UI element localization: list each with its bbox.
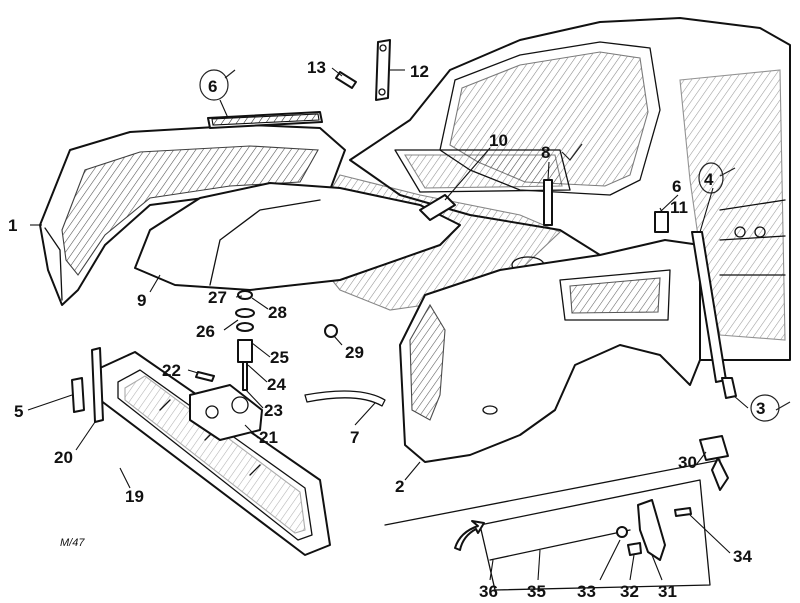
right-rear-wing-panel [399,239,701,463]
label-30: 30 [678,453,697,472]
label-19: 19 [125,487,144,506]
label-28: 28 [268,303,287,322]
label-5: 5 [14,402,23,421]
label-20: 20 [54,448,73,467]
label-9: 9 [137,291,146,310]
label-22: 22 [162,361,181,380]
label-12: 12 [410,62,429,81]
support-stay-8 [543,179,553,226]
cable-release-assembly [384,435,729,591]
label-6-left: 6 [208,77,217,96]
label-35: 35 [527,582,546,601]
rear-end-panel-19 [99,351,331,556]
screw-22 [195,371,215,382]
curved-trim-7 [304,390,386,407]
bracket-5 [71,377,85,413]
label-36: 36 [479,582,498,601]
label-11: 11 [670,198,688,217]
label-13: 13 [307,58,326,77]
label-6-right: 6 [672,177,681,196]
label-25: 25 [270,348,289,367]
hinge-bracket-10 [419,194,456,221]
fastener-stack-23-28 [235,290,255,391]
boot-lid-panel [134,182,461,291]
label-3: 3 [756,399,765,418]
label-23: 23 [264,401,283,420]
trim-strip-11 [654,211,669,233]
label-27: 27 [208,288,227,307]
label-31: 31 [658,582,677,601]
label-10: 10 [489,131,508,150]
label-26: 26 [196,322,215,341]
hinge-link-12 [375,39,391,101]
handwritten-circle-marks [199,69,791,422]
label-8: 8 [541,143,550,162]
label-34: 34 [733,547,752,566]
reference-code: M/47 [60,537,85,549]
label-24: 24 [267,375,286,394]
trim-strip-6-left [207,111,323,129]
nut-29 [324,324,338,338]
leader-lines [27,67,749,581]
pivot-pin-13 [335,71,357,89]
label-2: 2 [395,477,404,496]
label-32: 32 [620,582,639,601]
label-7: 7 [350,428,359,447]
label-21: 21 [259,428,278,447]
label-29: 29 [345,343,364,362]
label-33: 33 [577,582,596,601]
mounting-bracket-21 [189,384,263,441]
bumper-bracket-3 [721,377,737,399]
part-labels: 1 2 3 4 5 6 6 7 8 9 10 11 12 13 19 20 21… [8,58,765,601]
label-4: 4 [704,170,714,189]
bracket-20 [91,347,104,423]
label-1: 1 [8,216,17,235]
